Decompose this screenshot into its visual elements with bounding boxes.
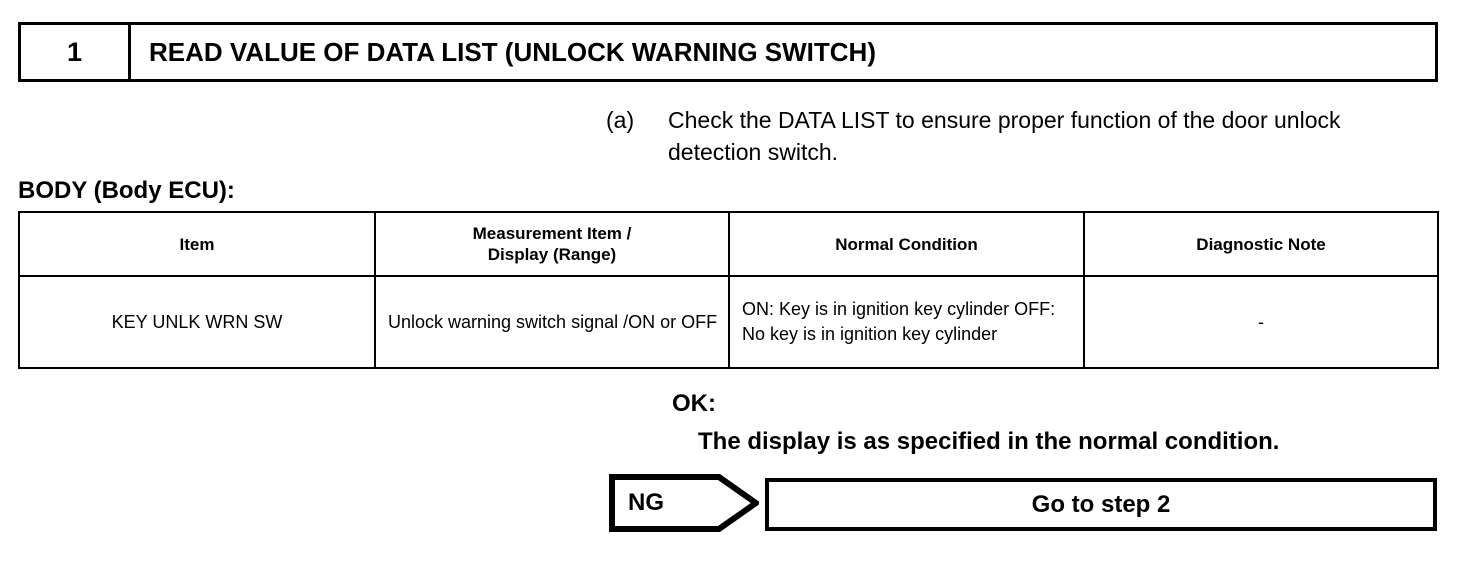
cell-diagnostic-note: - <box>1083 275 1439 369</box>
step-title-cell: READ VALUE OF DATA LIST (UNLOCK WARNING … <box>131 25 1435 79</box>
ng-action-box[interactable]: Go to step 2 <box>765 478 1437 531</box>
step-number: 1 <box>66 36 83 67</box>
ng-label: NG <box>628 489 664 516</box>
section-label: BODY (Body ECU): <box>18 177 235 204</box>
ok-description: The display is as specified in the norma… <box>698 428 1280 455</box>
column-header-measurement: Measurement Item / Display (Range) <box>374 211 730 277</box>
instruction-marker: (a) <box>606 107 635 133</box>
cell-normal-condition: ON: Key is in ignition key cylinder OFF:… <box>728 275 1085 369</box>
table-row: KEY UNLK WRN SW Unlock warning switch si… <box>18 275 1439 369</box>
table-header-row: Item Measurement Item / Display (Range) … <box>18 211 1439 277</box>
column-header-measurement-line1: Measurement Item / <box>472 224 632 243</box>
instruction-block: (a) Check the DATA LIST to ensure proper… <box>606 104 1446 168</box>
step-number-cell: 1 <box>21 25 131 79</box>
table-body: KEY UNLK WRN SW Unlock warning switch si… <box>18 275 1439 369</box>
column-header-measurement-line2: Display (Range) <box>487 245 617 264</box>
ng-action-label: Go to step 2 <box>1031 490 1171 518</box>
cell-item: KEY UNLK WRN SW <box>18 275 376 369</box>
table-header: Item Measurement Item / Display (Range) … <box>18 211 1439 277</box>
column-header-item: Item <box>18 211 376 277</box>
column-header-diagnostic-note: Diagnostic Note <box>1083 211 1439 277</box>
data-list-table: Item Measurement Item / Display (Range) … <box>18 211 1439 369</box>
instruction-text: Check the DATA LIST to ensure proper fun… <box>668 107 1341 165</box>
cell-measurement: Unlock warning switch signal /ON or OFF <box>374 275 730 369</box>
step-title: READ VALUE OF DATA LIST (UNLOCK WARNING … <box>149 36 876 67</box>
ok-label: OK: <box>672 390 716 417</box>
ng-chevron-shape <box>609 474 759 532</box>
column-header-normal-condition: Normal Condition <box>728 211 1085 277</box>
step-header-bar: 1 READ VALUE OF DATA LIST (UNLOCK WARNIN… <box>18 22 1438 82</box>
